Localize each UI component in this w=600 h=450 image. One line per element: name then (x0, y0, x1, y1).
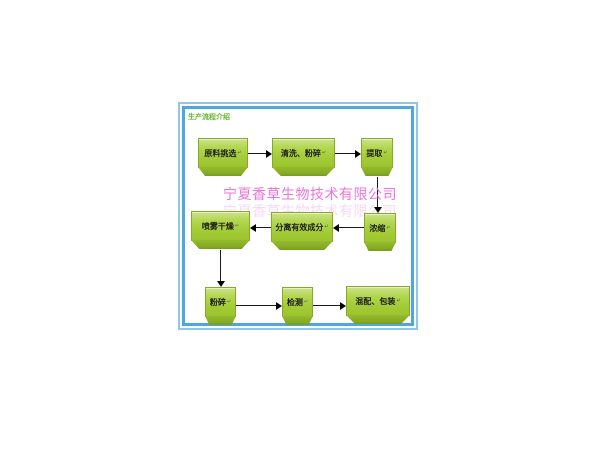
arrow-line-extract-to-concentrate (377, 177, 378, 207)
return-mark: ↵ (324, 224, 329, 230)
arrowhead-left-icon (250, 224, 256, 232)
arrow-line-wash-to-extract (335, 153, 355, 154)
return-mark: ↵ (321, 150, 327, 156)
arrow-line-spraydry-to-crush (220, 250, 221, 281)
box-bevel (272, 167, 335, 176)
return-mark: ↵ (234, 223, 240, 229)
arrowhead-right-icon (266, 150, 272, 158)
flow-box-label: 混配、包装 (355, 296, 396, 306)
flow-box-label: 分离有效成分 (275, 222, 324, 232)
arrowhead-left-icon (333, 224, 339, 232)
flow-box-washing-crushing: 清洗、粉碎↵ (272, 138, 335, 176)
arrow-line-raw-to-wash (248, 153, 266, 154)
return-mark: ↵ (396, 298, 401, 304)
flow-box-raw-material-selection: 原料挑选↵ (198, 138, 248, 176)
flow-box-spray-drying: 喷雾干燥↵ (191, 211, 250, 249)
flow-box-extraction: 提取↵ (361, 138, 393, 176)
box-bevel (346, 315, 410, 324)
box-bevel (191, 240, 250, 249)
diagram-frame: 生产流程介绍 宁夏香草生物技术有限公司 宁夏香草生物技术有限公司 原料挑选↵ 清… (178, 102, 418, 330)
flow-box-mixing-packaging: 混配、包装↵ (346, 286, 410, 324)
flow-box-label: 喷雾干燥 (201, 221, 234, 231)
flow-box-label: 清洗、粉碎 (280, 148, 321, 158)
flow-box-testing: 检测↵ (282, 287, 313, 325)
arrowhead-down-icon (217, 281, 225, 287)
flow-box-separate-active-ingredients: 分离有效成分↵ (271, 212, 333, 250)
box-bevel (361, 167, 393, 176)
arrowhead-right-icon (276, 302, 282, 310)
watermark-text: 宁夏香草生物技术有限公司 (223, 187, 397, 203)
arrow-line-test-to-package (313, 305, 340, 306)
flowchart: 生产流程介绍 宁夏香草生物技术有限公司 宁夏香草生物技术有限公司 原料挑选↵ 清… (185, 109, 411, 325)
return-mark: ↵ (383, 150, 388, 156)
box-bevel (364, 242, 396, 251)
box-bevel (205, 316, 236, 325)
return-mark: ↵ (237, 150, 242, 156)
arrow-line-crush-to-test (236, 305, 276, 306)
diagram-frame-inner: 生产流程介绍 宁夏香草生物技术有限公司 宁夏香草生物技术有限公司 原料挑选↵ 清… (182, 106, 414, 326)
arrowhead-right-icon (355, 150, 361, 158)
return-mark: ↵ (386, 225, 391, 231)
return-mark: ↵ (226, 299, 232, 305)
flow-box-label: 提取 (366, 148, 383, 158)
box-bevel (282, 316, 313, 325)
flow-box-concentration: 浓缩↵ (364, 213, 396, 251)
flow-box-label: 检测 (286, 297, 303, 307)
arrow-line-separate-to-spraydry (256, 227, 271, 228)
return-mark: ↵ (303, 299, 309, 305)
box-bevel (198, 167, 248, 176)
flow-box-label: 浓缩 (369, 223, 386, 233)
arrow-line-concentrate-to-separate (339, 227, 364, 228)
arrowhead-down-icon (374, 207, 382, 213)
flow-box-crushing: 粉碎↵ (205, 287, 236, 325)
flow-box-label: 粉碎 (209, 297, 226, 307)
arrowhead-right-icon (340, 302, 346, 310)
box-bevel (271, 241, 333, 250)
flow-box-label: 原料挑选 (204, 148, 237, 158)
diagram-caption: 生产流程介绍 (188, 113, 230, 121)
